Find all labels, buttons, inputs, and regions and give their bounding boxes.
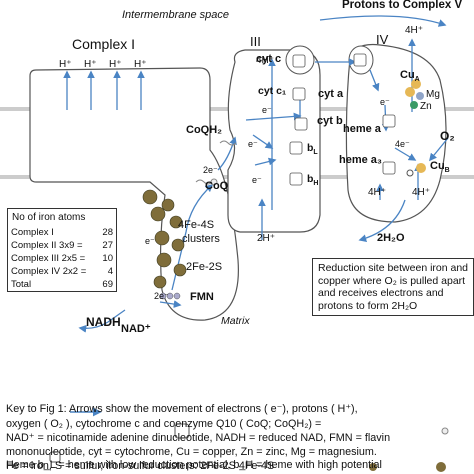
intermembrane-label: Intermembrane space	[122, 9, 229, 21]
four-h-plus-iii: 4H⁺	[256, 55, 275, 66]
mg-label: Mg	[426, 89, 440, 100]
four-h-plus-iv-2: 4H⁺	[412, 187, 431, 198]
row-name: Complex IV 2x2 =	[11, 266, 87, 277]
key-line-4: mononucleotide, cyt = cytochrome, Cu = c…	[6, 446, 377, 458]
cyt-c1-label: cyt c₁	[258, 85, 287, 97]
two-e-fmn: 2e⁻	[154, 291, 169, 301]
o2-label: O₂	[440, 129, 455, 143]
b-h-label: bH	[307, 173, 319, 188]
fe2s2-label: 2Fe-2S	[186, 261, 223, 273]
protons-complex-v-label: Protons to Complex V	[342, 0, 463, 11]
coq-molecule	[195, 140, 237, 186]
key-line-3: NAD⁺ = nicotinamide adenine dinucleotide…	[6, 432, 391, 444]
key-line-2: oxygen ( O₂ ), cytochrome c and coenzyme…	[6, 418, 322, 430]
complex-i-shape	[29, 67, 239, 321]
key-line-1: Key to Fig 1: Arrows show the movement o…	[6, 403, 358, 415]
electron-iii-1: e⁻	[262, 105, 272, 115]
row-name: Complex III 2x5 =	[11, 253, 86, 264]
cyt-b-label: cyt b	[317, 115, 343, 127]
b-l-label: bL	[307, 142, 318, 157]
complex-i-label: Complex I	[72, 36, 136, 52]
clusters-label: clusters	[182, 233, 220, 245]
iron-table-title: No of iron atoms	[12, 212, 86, 223]
coqh2-label: CoQH₂	[186, 124, 223, 136]
row-name: Complex I	[11, 227, 54, 238]
iron-atoms-table: No of iron atoms Complex I 28 Complex II …	[7, 208, 117, 292]
table-row: Complex I 28	[8, 226, 117, 239]
table-row: Complex II 3x9 = 27	[8, 239, 117, 252]
key-line-5: Heme b_L = heme with low reduction poten…	[6, 459, 382, 471]
four-h-plus-iv-1: 4H⁺	[368, 187, 387, 198]
h-plus-3: H⁺	[109, 59, 122, 70]
cyt-c-label: cyt c	[256, 53, 282, 65]
cu-a-label: CuA	[400, 69, 420, 84]
cu-b-label: CuB	[430, 160, 450, 175]
h2o-label: 2H₂O	[377, 232, 405, 244]
heme-a-label: heme a	[343, 123, 381, 135]
heme-icons-iii	[289, 53, 396, 186]
table-row: Complex III 2x5 = 10	[8, 252, 117, 265]
fe4s4-label: 4Fe-4S	[178, 219, 215, 231]
electron-iv: e⁻	[380, 97, 390, 107]
heme-a3-label: heme a₃	[339, 154, 382, 166]
row-value: 69	[102, 279, 113, 290]
row-value: 28	[102, 227, 113, 238]
complex-iii-shape	[227, 49, 321, 233]
key-glyphs	[49, 407, 449, 472]
cyt-a-label: cyt a	[318, 88, 344, 100]
table-row: Total 69	[8, 278, 117, 292]
nadh-label: NADH	[86, 315, 121, 329]
electron-iii-2: e⁻	[248, 139, 258, 149]
two-h-plus-iii: 2H⁺	[257, 233, 276, 244]
row-name: Complex II 3x9 =	[11, 240, 83, 251]
h-plus-4: H⁺	[134, 59, 147, 70]
h-plus-1: H⁺	[59, 59, 72, 70]
zn-label: Zn	[420, 101, 432, 112]
two-e-coq: 2e⁻	[203, 165, 218, 175]
fmn-label: FMN	[190, 291, 214, 303]
four-e-label: 4e⁻	[395, 139, 410, 149]
fe-s-clusters	[142, 189, 187, 289]
metal-ions	[405, 79, 426, 177]
complex-iii-label: III	[250, 34, 261, 49]
reduction-site-note: Reduction site between iron and copper w…	[312, 258, 474, 316]
complex-iv-shape	[345, 43, 447, 223]
row-value: 27	[102, 240, 113, 251]
electron-i: e⁻	[145, 236, 155, 246]
electron-iii-3: e⁻	[252, 175, 262, 185]
complex-iv-label: IV	[376, 32, 389, 47]
table-row: Complex IV 2x2 = 4	[8, 265, 117, 278]
key-line-6: Fe = iron, S = sulfur, iron-sulfur clust…	[6, 460, 275, 472]
coq-label: CoQ	[205, 180, 229, 192]
nad-label: NAD⁺	[121, 323, 151, 335]
h-plus-2: H⁺	[84, 59, 97, 70]
four-h-plus-iv-top: 4H⁺	[405, 25, 424, 36]
row-value: 4	[107, 266, 113, 277]
row-name: Total	[11, 279, 32, 290]
row-value: 10	[102, 253, 113, 264]
fmn-molecule	[159, 292, 181, 300]
matrix-label: Matrix	[221, 315, 250, 327]
